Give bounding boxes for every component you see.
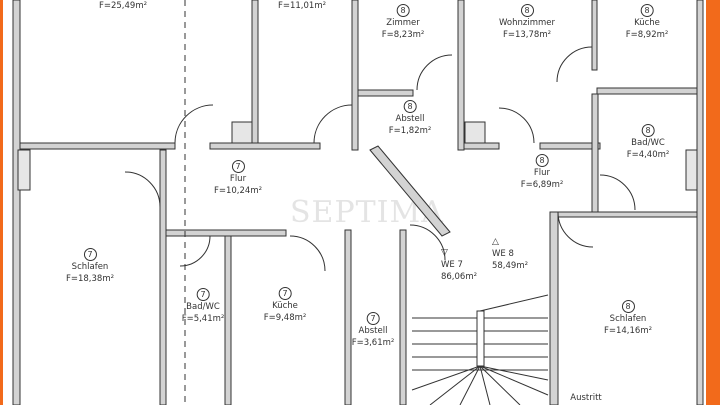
room-area: F=18,38m² — [65, 274, 115, 284]
unit-name: WE 7 — [440, 260, 463, 270]
outer-wall-right — [696, 0, 704, 405]
left-frame-bar — [0, 0, 3, 405]
unit-number-badge: 7 — [196, 288, 210, 301]
wall — [399, 229, 407, 405]
austritt-label: Austritt — [570, 393, 602, 403]
wall — [251, 0, 259, 144]
room-area: F=5,41m² — [181, 314, 225, 324]
room-name: Küche — [272, 301, 298, 311]
room-area: F=8,92m² — [625, 30, 669, 40]
wall — [591, 93, 599, 213]
unit-number-badge: 7 — [278, 287, 292, 300]
unit-label-we7: ▽ WE 7 86,06m² — [441, 247, 477, 283]
triangle-marker-icon: ▽ — [440, 248, 448, 258]
room-area: F=10,24m² — [213, 186, 263, 196]
unit-name: WE 8 — [491, 249, 514, 259]
room-area: F=8,23m² — [381, 30, 425, 40]
room-name: Flur — [533, 168, 551, 178]
room-label: F=25,49m² — [99, 0, 147, 12]
wall — [357, 89, 414, 97]
unit-area: 86,06m² — [440, 272, 478, 282]
wall — [591, 0, 598, 71]
unit-area: 58,49m² — [491, 261, 529, 271]
wall — [165, 229, 287, 237]
room-area: F=6,89m² — [520, 180, 564, 190]
room-name: Flur — [229, 174, 247, 184]
room-area: F=1,82m² — [388, 126, 432, 136]
room-area: F=14,16m² — [603, 326, 653, 336]
room-area: F=4,40m² — [626, 150, 670, 160]
unit-number-badge: 8 — [520, 4, 534, 17]
shaft — [464, 121, 486, 144]
unit-number-badge: 7 — [231, 160, 245, 173]
room-label: F=11,01m² — [278, 0, 326, 12]
wall — [457, 0, 465, 151]
triangle-marker-icon: △ — [491, 237, 499, 247]
room-area: F=11,01m² — [277, 1, 327, 11]
wall — [596, 87, 698, 95]
unit-number-badge: 8 — [535, 154, 549, 167]
unit-number-badge: 7 — [366, 312, 380, 325]
wall — [344, 229, 352, 405]
room-name: Zimmer — [386, 18, 420, 28]
room-name: Küche — [634, 18, 660, 28]
wall — [209, 142, 321, 150]
shaft — [17, 149, 31, 191]
wall — [539, 142, 601, 150]
wall — [351, 0, 359, 151]
room-name: Abstell — [395, 114, 425, 124]
outer-wall-left — [12, 0, 21, 405]
unit-number-badge: 8 — [621, 300, 635, 313]
wall — [159, 149, 167, 405]
wall — [224, 235, 232, 405]
room-name: Bad/WC — [186, 302, 220, 312]
room-name: Wohnzimmer — [499, 18, 555, 28]
room-area: F=3,61m² — [351, 338, 395, 348]
wall — [463, 142, 500, 150]
unit-label-we8: △ WE 8 58,49m² — [492, 236, 528, 272]
room-area: F=25,49m² — [98, 1, 148, 11]
diagonal-wall — [369, 145, 451, 237]
wall — [549, 211, 559, 405]
room-name: Abstell — [358, 326, 388, 336]
wall — [557, 211, 698, 218]
shaft — [231, 121, 253, 144]
unit-number-badge: 8 — [396, 4, 410, 17]
room-area: F=9,48m² — [263, 313, 307, 323]
shaft — [685, 149, 698, 191]
unit-number-badge: 7 — [83, 248, 97, 261]
room-name: Schlafen — [71, 262, 109, 272]
right-frame-bar — [706, 0, 720, 405]
door-swings — [124, 46, 636, 272]
room-area: F=13,78m² — [502, 30, 552, 40]
unit-number-badge: 8 — [641, 124, 655, 137]
room-name: Schlafen — [609, 314, 647, 324]
unit-number-badge: 8 — [403, 100, 417, 113]
unit-number-badge: 8 — [640, 4, 654, 17]
staircase — [411, 294, 549, 405]
room-name: Bad/WC — [631, 138, 665, 148]
wall — [19, 142, 176, 150]
